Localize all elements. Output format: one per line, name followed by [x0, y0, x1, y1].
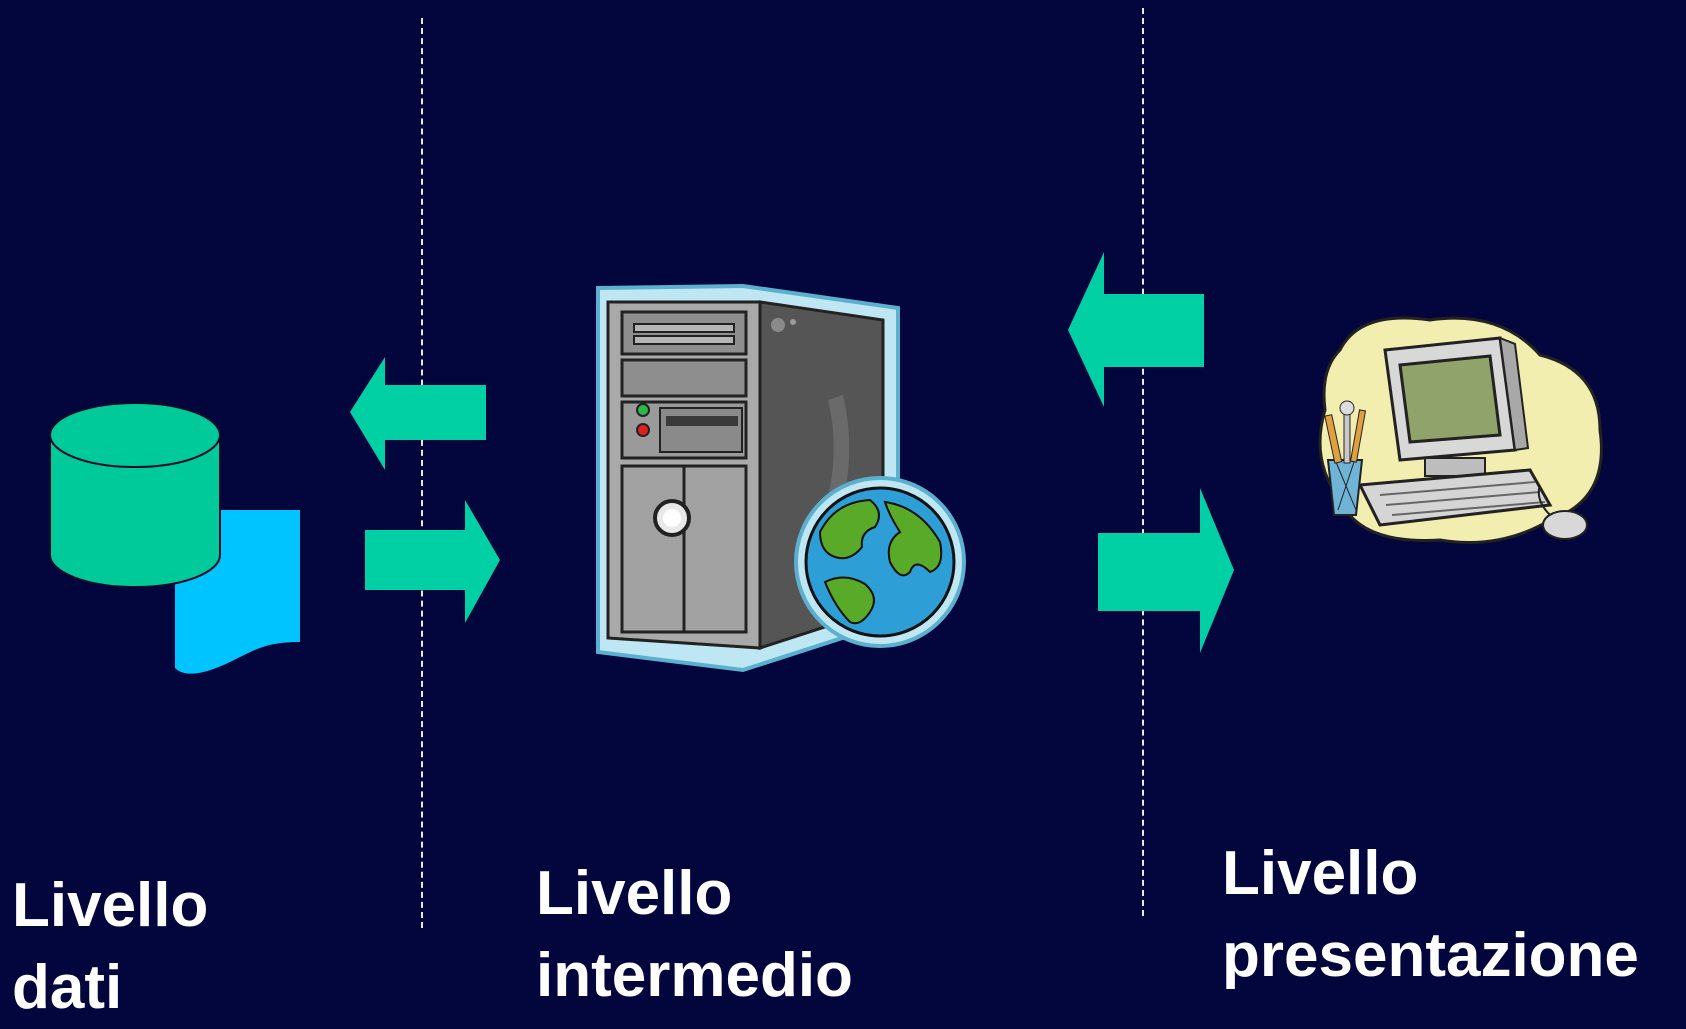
presentation-tier-line1: Livello — [1222, 839, 1419, 908]
data-tier-line2: dati — [12, 953, 123, 1022]
presentation-tier-line2: presentazione — [1222, 921, 1639, 990]
presentation-tier-label: Livello presentazione — [1222, 833, 1639, 997]
arrow-left-to-middle — [1068, 252, 1204, 407]
middle-tier-line2: intermedio — [536, 941, 853, 1010]
globe-icon — [794, 476, 966, 648]
middle-tier-label: Livello intermedio — [536, 853, 853, 1017]
divider-right — [1142, 8, 1144, 916]
arrow-right-to-middle — [365, 500, 500, 623]
arrow-left-to-data — [350, 357, 486, 470]
data-tier-line1: Livello — [12, 871, 209, 940]
middle-tier-line1: Livello — [536, 859, 733, 928]
cylinder-body — [49, 434, 221, 588]
arrow-right-to-presentation — [1098, 488, 1234, 653]
divider-left — [421, 18, 423, 928]
cylinder-top — [49, 402, 221, 468]
database-icon — [49, 402, 300, 674]
desktop-computer-icon — [1318, 316, 1603, 544]
data-tier-label: Livello dati — [12, 865, 208, 1029]
